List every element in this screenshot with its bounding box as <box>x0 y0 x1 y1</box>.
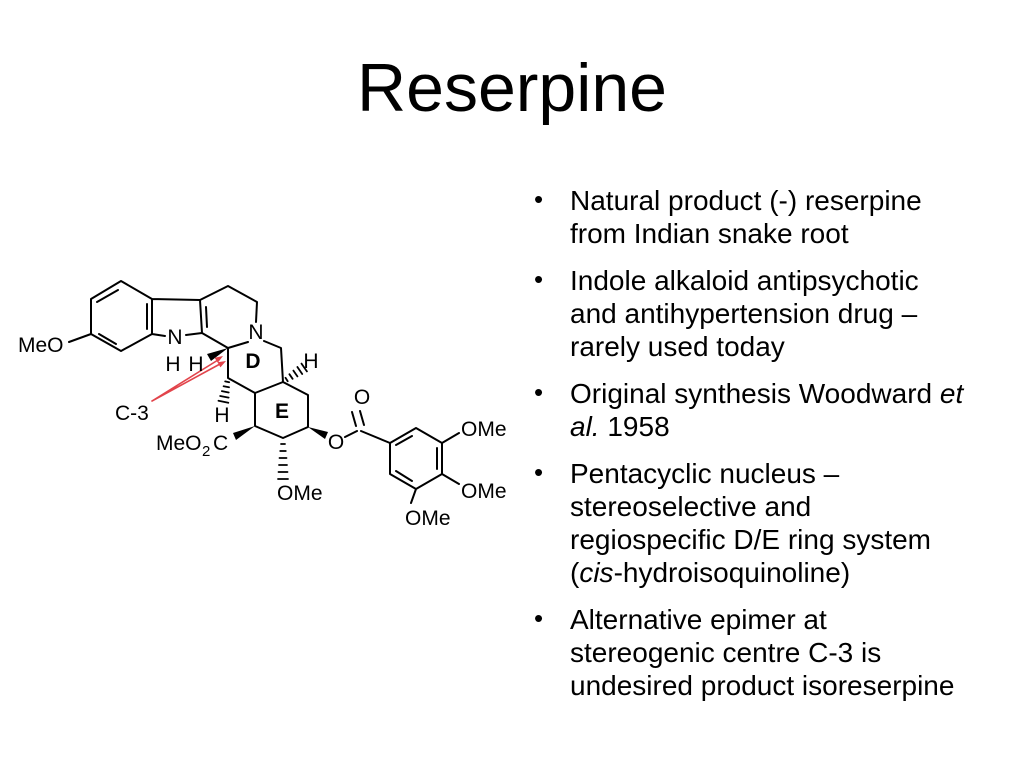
ester-carbon-label: C <box>213 432 228 455</box>
methoxy-label: MeO <box>18 334 64 357</box>
bullet-marker: • <box>534 603 544 633</box>
ring-d-label: D <box>245 350 260 373</box>
hashed-wedge-bonds <box>217 362 308 480</box>
c3-arrow-lines <box>151 359 221 402</box>
ring-e-label: E <box>275 400 289 423</box>
ring-nitrogen-label: N <box>248 321 263 344</box>
slide-title: Reserpine <box>357 50 667 126</box>
bullet-text: 1958 <box>599 411 670 442</box>
bullet-item: • Pentacyclic nucleus – stereoselective a… <box>534 457 972 589</box>
ome-axial-label: OMe <box>277 482 323 505</box>
bullet-item: • Indole alkaloid antipsychotic and antih… <box>534 264 972 363</box>
bullet-text: Indole alkaloid antipsychotic and antihy… <box>570 265 919 362</box>
bullet-text: Natural product (-) reserpine from India… <box>570 185 922 249</box>
bullet-text: -hydroisoquinoline) <box>613 557 851 588</box>
c3-callout-label: C-3 <box>115 402 149 425</box>
c3-hydrogen-label: H <box>188 353 203 376</box>
c3-arrow <box>151 356 226 402</box>
bullet-text-italic: et al. <box>570 378 964 442</box>
bullet-marker: • <box>534 184 544 214</box>
bold-wedge-bonds <box>207 348 328 440</box>
bullet-item: • Natural product (-) reserpine from Indi… <box>534 184 972 250</box>
bullet-text: Alternative epimer at stereogenic centre… <box>570 604 955 701</box>
ester-meo-label: MeO <box>156 432 202 455</box>
ome-bottom-label: OMe <box>405 507 451 530</box>
trans-h-right-label: H <box>303 350 318 373</box>
bullet-marker: • <box>534 377 544 407</box>
bullet-list: • Natural product (-) reserpine from Indi… <box>534 184 972 716</box>
bullet-item: • Alternative epimer at stereogenic centr… <box>534 603 972 702</box>
carbonyl-oxygen-label: O <box>354 386 370 409</box>
ester-subscript-label: 2 <box>202 443 210 460</box>
bullet-item: • Original synthesis Woodward et al. 1958 <box>534 377 972 443</box>
bullet-text: Pentacyclic nucleus – stereoselective an… <box>570 458 932 588</box>
reserpine-structure-diagram: MeO N H H N D H H E C-3 MeO 2 C OMe O O … <box>18 280 507 530</box>
bullet-text: Original synthesis Woodward <box>570 378 940 409</box>
bullet-marker: • <box>534 457 544 487</box>
double-bond-inner-lines <box>96 289 438 482</box>
trans-h-left-label: H <box>214 404 229 427</box>
indole-nitrogen-label: N <box>167 326 182 349</box>
bond-skeleton <box>68 280 460 504</box>
ome-top-label: OMe <box>461 418 507 441</box>
bullet-text-italic: cis <box>579 557 614 588</box>
bullet-marker: • <box>534 264 544 294</box>
indole-nh-label: H <box>165 353 180 376</box>
c3-arrowhead-icon <box>214 356 226 368</box>
ome-middle-label: OMe <box>461 480 507 503</box>
ester-oxygen-label: O <box>328 431 344 454</box>
